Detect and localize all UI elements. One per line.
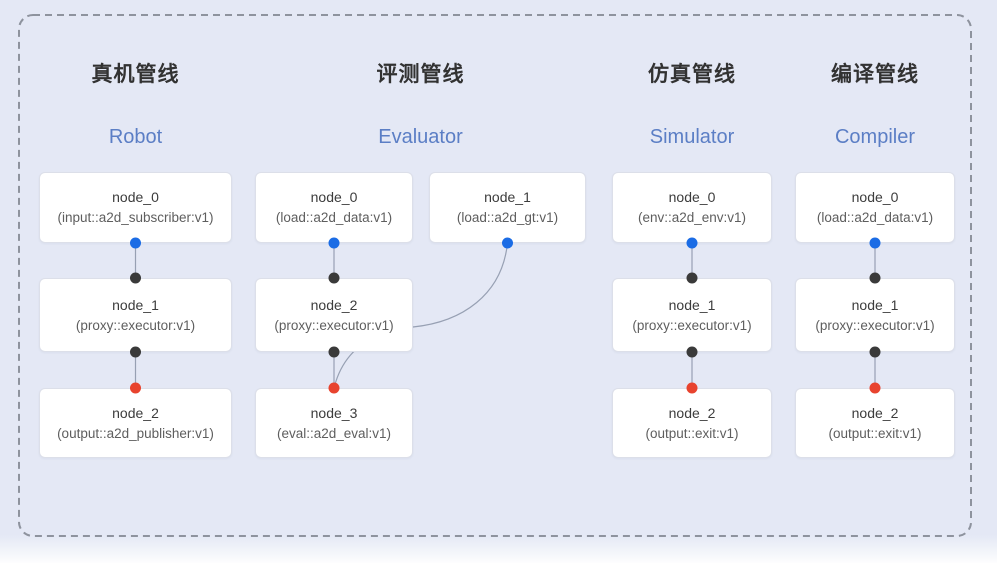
node-name: node_2 [668,404,716,421]
node-card-robot-node1: node_1 (proxy::executor:v1) [39,278,232,352]
node-type: (input::a2d_subscriber:v1) [57,210,214,225]
node-name: node_1 [112,296,159,313]
edge-curve-node1-to-node3 [333,242,509,389]
node-name: node_0 [668,189,716,205]
node-card-simulator-node2: node_2 (output::exit:v1) [612,388,772,458]
node-card-evaluator-node0: node_0 (load::a2d_data:v1) [255,172,413,243]
node-name: node_1 [668,296,716,313]
node-card-evaluator-node2: node_2 (proxy::executor:v1) [255,278,413,352]
pipeline-title-en-evaluator: Evaluator [378,126,463,148]
node-type: (output::exit:v1) [645,425,739,441]
pipeline-title-zh-robot: 真机管线 [91,63,180,86]
node-name: node_2 [310,296,358,313]
node-name: node_0 [851,189,899,205]
node-type: (proxy::executor:v1) [632,317,752,333]
node-type: (eval::a2d_eval:v1) [276,425,392,441]
node-type: (load::a2d_data:v1) [275,210,393,225]
node-card-compiler-node0: node_0 (load::a2d_data:v1) [795,172,955,243]
node-card-simulator-node0: node_0 (env::a2d_env:v1) [612,172,772,243]
node-type: (proxy::executor:v1) [75,317,196,333]
pipeline-title-en-compiler: Compiler [834,126,916,148]
node-name: node_1 [484,189,531,205]
node-type: (env::a2d_env:v1) [637,210,747,225]
node-type: (load::a2d_data:v1) [816,210,934,225]
node-card-evaluator-node1: node_1 (load::a2d_gt:v1) [429,172,586,243]
dashed-container-border [18,14,972,537]
pipeline-title-zh-simulator: 仿真管线 [648,63,736,86]
node-card-compiler-node1: node_1 (proxy::executor:v1) [795,278,955,352]
node-card-robot-node0: node_0 (input::a2d_subscriber:v1) [39,172,232,243]
node-name: node_2 [851,404,899,421]
pipeline-title-en-robot: Robot [108,126,163,148]
node-type: (output::a2d_publisher:v1) [57,425,214,441]
pipeline-title-en-simulator: Simulator [649,126,735,148]
node-type: (proxy::executor:v1) [815,317,935,333]
node-card-compiler-node2: node_2 (output::exit:v1) [795,388,955,458]
node-type: (proxy::executor:v1) [274,317,394,333]
node-name: node_0 [112,189,159,205]
node-type: (load::a2d_gt:v1) [456,210,559,225]
node-name: node_0 [310,189,358,205]
node-card-simulator-node1: node_1 (proxy::executor:v1) [612,278,772,352]
pipeline-title-zh-evaluator: 评测管线 [376,63,465,86]
node-name: node_3 [310,404,358,421]
node-name: node_1 [851,296,899,313]
node-card-evaluator-node3: node_3 (eval::a2d_eval:v1) [255,388,413,458]
node-type: (output::exit:v1) [828,425,922,441]
node-name: node_2 [112,404,159,421]
pipeline-title-zh-compiler: 编译管线 [831,63,919,86]
node-card-robot-node2: node_2 (output::a2d_publisher:v1) [39,388,232,458]
